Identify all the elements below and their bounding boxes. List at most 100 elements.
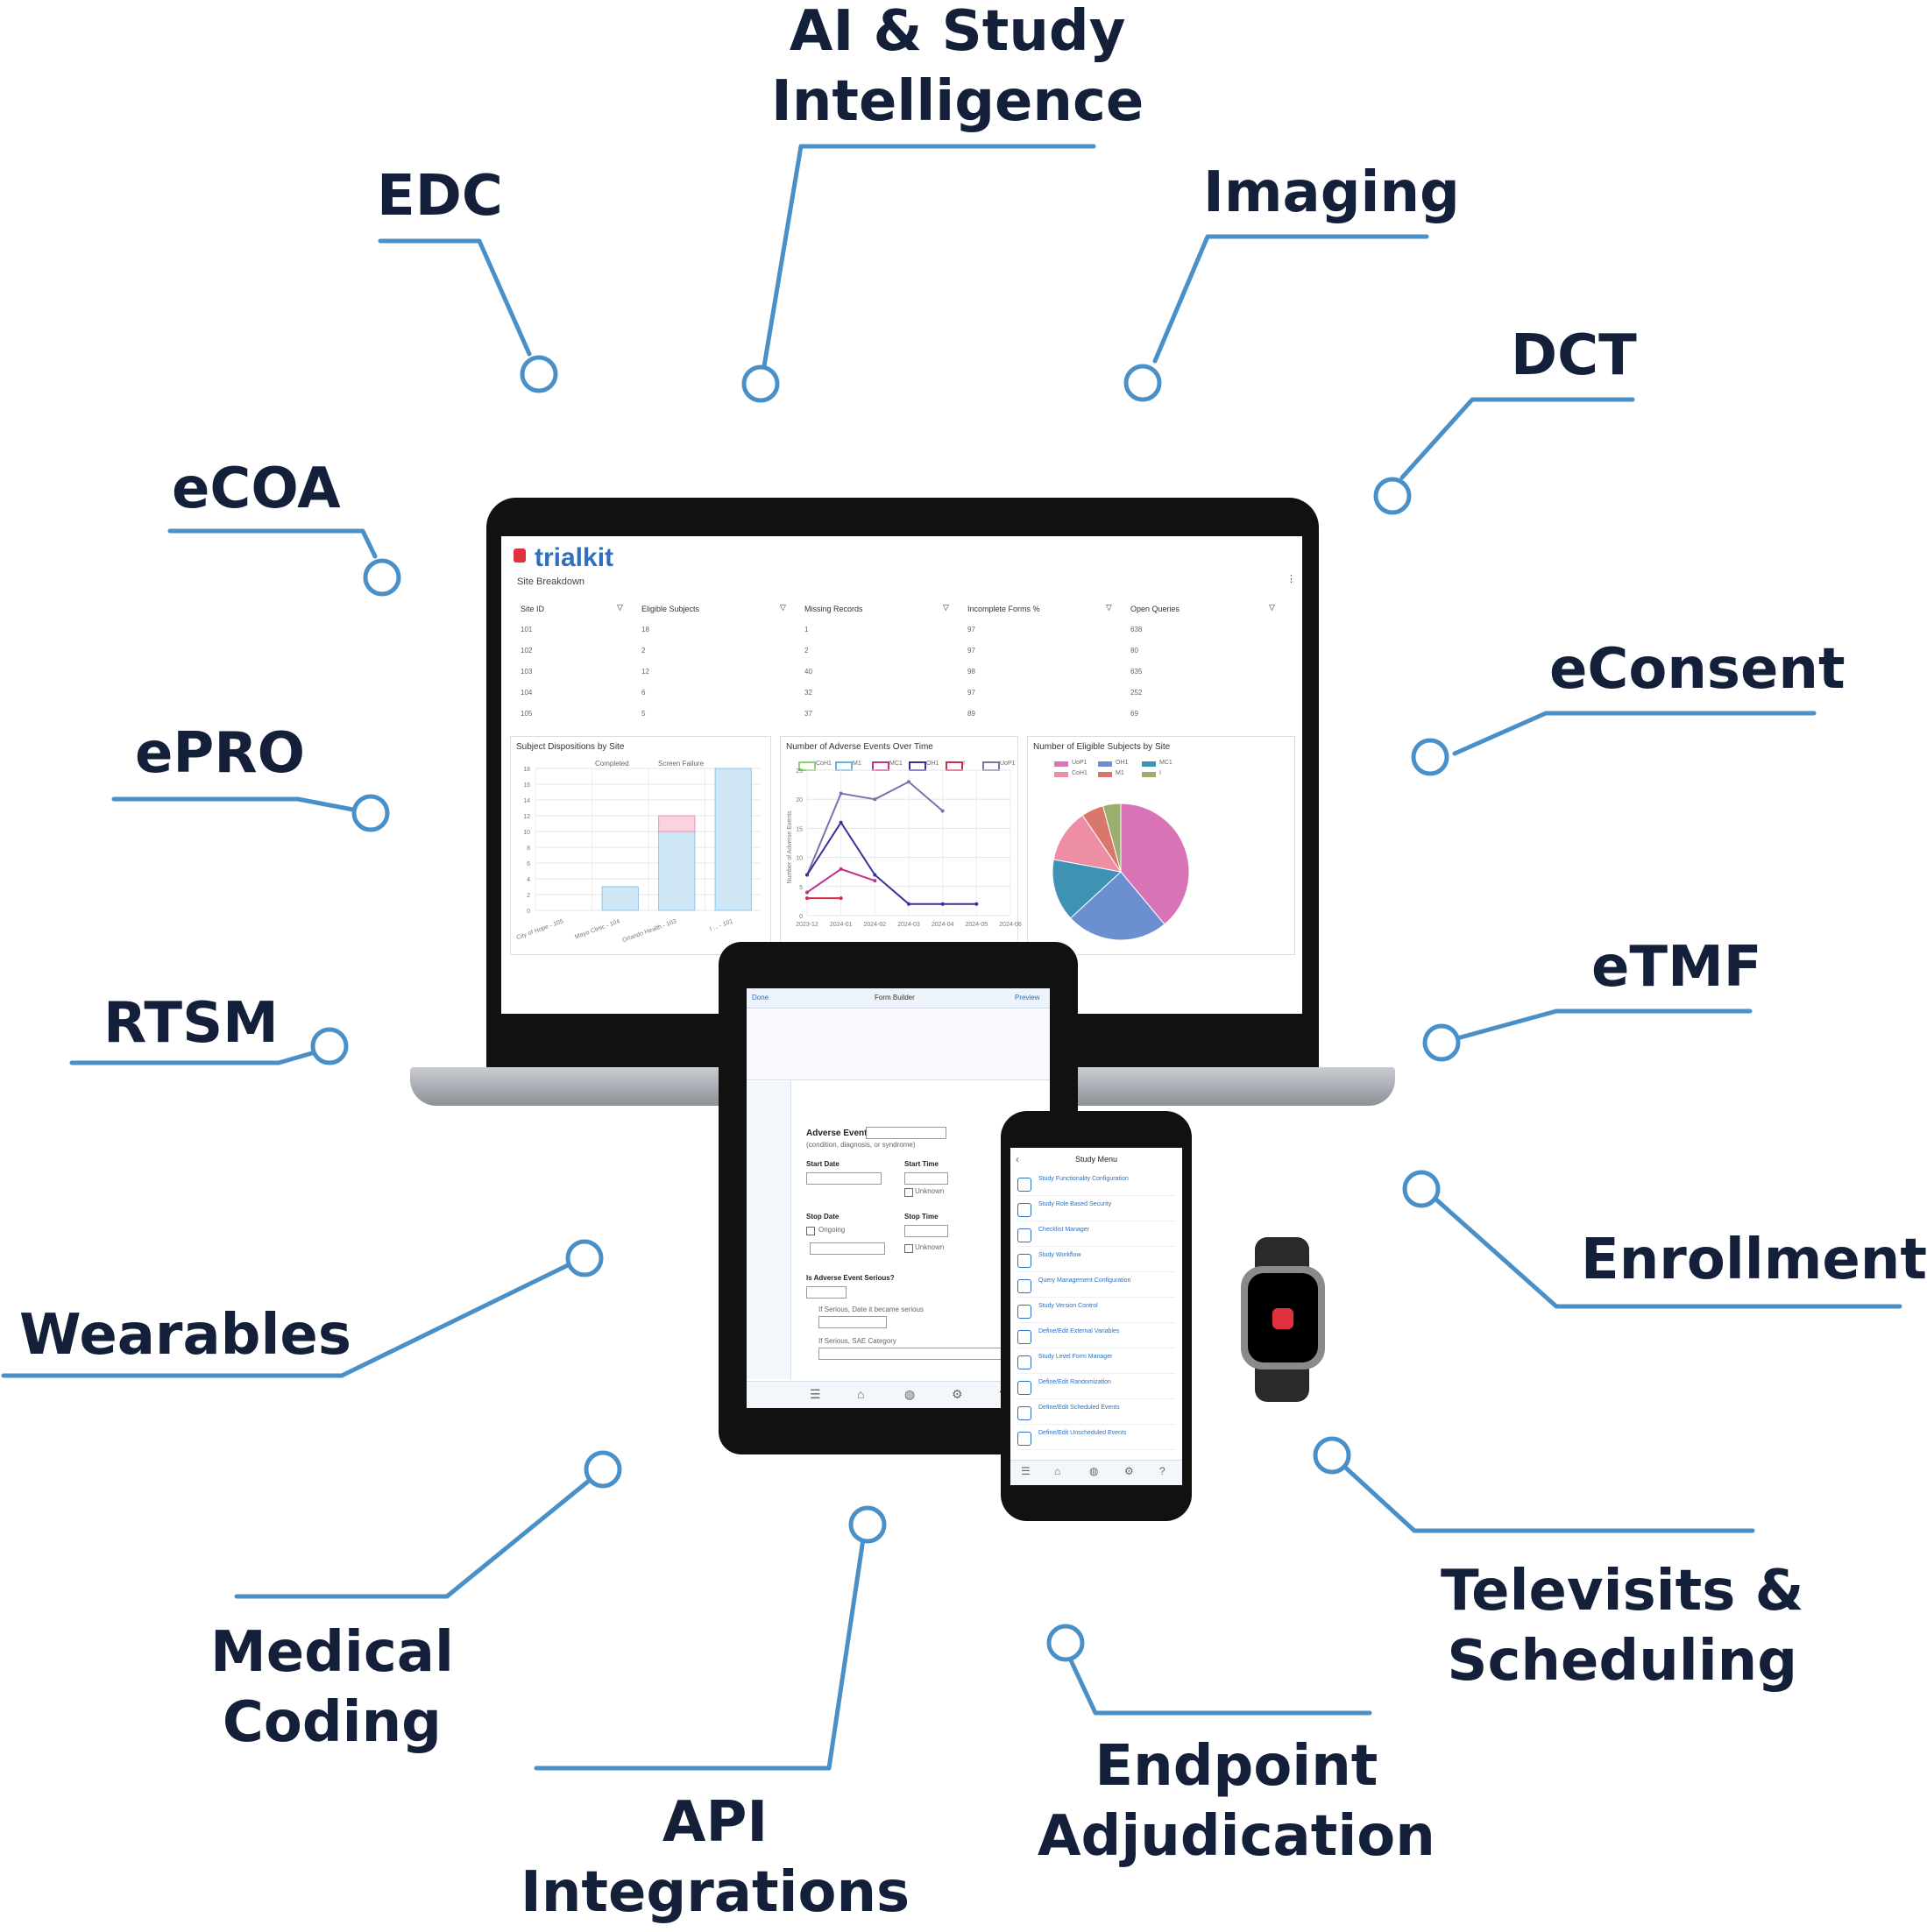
menu-item[interactable]: Checklist Manager — [1017, 1223, 1175, 1247]
tools-icon[interactable]: ⚙ — [952, 1387, 963, 1401]
table-cell: 103 — [521, 668, 533, 676]
stop-date-input[interactable] — [810, 1242, 885, 1255]
start-date-input[interactable] — [806, 1172, 882, 1185]
stop-time-input[interactable] — [904, 1225, 948, 1237]
node-epro — [351, 794, 390, 832]
col-site-id[interactable]: Site ID — [521, 605, 545, 613]
unknown-checkbox[interactable] — [904, 1188, 913, 1197]
node-ai — [741, 364, 780, 403]
panel-title: Subject Dispositions by Site — [516, 742, 625, 752]
node-televisits — [1313, 1436, 1351, 1475]
trialkit-logo-icon — [514, 548, 526, 563]
ongoing-checkbox[interactable] — [806, 1227, 815, 1235]
col-queries[interactable]: Open Queries — [1130, 605, 1180, 613]
filter-icon[interactable]: ▽ — [780, 603, 786, 612]
pie-slice — [1052, 814, 1123, 873]
menu-item-icon — [1017, 1330, 1031, 1344]
more-icon[interactable]: ⋮ — [1286, 574, 1296, 584]
stop-time-label: Stop Time — [904, 1213, 939, 1221]
sae-input[interactable] — [818, 1348, 1013, 1360]
data-point — [805, 890, 809, 895]
menu-icon[interactable]: ☰ — [1021, 1465, 1031, 1477]
tablet-header: Done Form Builder Preview — [747, 988, 1050, 1008]
menu-item-label: Define/Edit External Variables — [1038, 1328, 1120, 1334]
menu-item[interactable]: Define/Edit Unscheduled Events — [1017, 1426, 1175, 1450]
phone-title: Study Menu — [1075, 1155, 1118, 1164]
x-tick-label: 2024-01 — [830, 922, 853, 928]
y-tick-label: 15 — [796, 826, 803, 832]
table-cell: 102 — [521, 647, 533, 655]
help-icon[interactable]: ? — [1159, 1465, 1165, 1477]
legend-label: M1 — [1116, 770, 1124, 776]
start-time-label: Start Time — [904, 1160, 939, 1168]
legend-label: I — [1159, 770, 1161, 776]
serious-select[interactable] — [806, 1286, 847, 1299]
menu-item[interactable]: Study Version Control — [1017, 1299, 1175, 1323]
legend-label: M1 — [853, 761, 861, 767]
menu-item[interactable]: Study Functionality Configuration — [1017, 1172, 1175, 1196]
legend-swatch — [1098, 761, 1112, 767]
data-point — [974, 902, 979, 906]
label-edc: EDC — [377, 164, 503, 229]
tools-icon[interactable]: ⚙ — [1124, 1465, 1134, 1477]
y-tick-label: 10 — [796, 856, 803, 862]
data-point — [839, 791, 843, 796]
back-icon[interactable]: ‹ — [1016, 1153, 1019, 1165]
x-tick-label: 2024-06 — [999, 922, 1022, 928]
legend-swatch — [1142, 772, 1156, 777]
wire-televisits — [1338, 1461, 1755, 1533]
filter-icon[interactable]: ▽ — [617, 603, 623, 612]
form-title-input[interactable] — [866, 1127, 946, 1139]
menu-item[interactable]: Query Management Configuration — [1017, 1274, 1175, 1298]
filter-icon[interactable]: ▽ — [1269, 603, 1275, 612]
menu-item-icon — [1017, 1279, 1031, 1293]
label-endpoint: Endpoint Adjudication — [1038, 1734, 1435, 1869]
menu-item[interactable]: Study Role Based Security — [1017, 1198, 1175, 1221]
node-econsent — [1411, 738, 1449, 776]
unknown-checkbox-2[interactable] — [904, 1244, 913, 1253]
menu-item-icon — [1017, 1254, 1031, 1268]
menu-item-label: Study Version Control — [1038, 1303, 1098, 1309]
table-cell: 638 — [1130, 626, 1143, 633]
preview-button[interactable]: Preview — [1015, 994, 1040, 1001]
chat-icon[interactable]: ◍ — [1089, 1465, 1099, 1477]
pie-slice — [1069, 871, 1165, 941]
start-time-input[interactable] — [904, 1172, 948, 1185]
watch-app-icon[interactable] — [1272, 1308, 1293, 1329]
menu-item[interactable]: Define/Edit Scheduled Events — [1017, 1401, 1175, 1425]
serious-date-input[interactable] — [818, 1316, 887, 1328]
panel-dispositions: Subject Dispositions by Site Completed S… — [510, 736, 771, 955]
done-button[interactable]: Done — [752, 994, 769, 1001]
y-tick-label: 12 — [523, 814, 530, 820]
label-rtsm: RTSM — [103, 991, 279, 1056]
menu-item[interactable]: Define/Edit Randomization — [1017, 1376, 1175, 1399]
panel-title: Number of Eligible Subjects by Site — [1033, 742, 1171, 752]
col-missing[interactable]: Missing Records — [804, 605, 863, 613]
node-api — [848, 1505, 887, 1544]
filter-icon[interactable]: ▽ — [1106, 603, 1112, 612]
dashboard-icon[interactable]: ⌂ — [1054, 1465, 1061, 1477]
y-tick-label: 18 — [523, 767, 530, 773]
menu-item-icon — [1017, 1432, 1031, 1446]
legend-completed: Completed — [595, 760, 629, 768]
wire-wearables — [1, 1263, 570, 1378]
menu-item[interactable]: Study Level Form Manager — [1017, 1350, 1175, 1374]
menu-item-label: Query Management Configuration — [1038, 1277, 1131, 1284]
menu-item[interactable]: Define/Edit External Variables — [1017, 1325, 1175, 1348]
menu-item-icon — [1017, 1228, 1031, 1242]
filter-icon[interactable]: ▽ — [943, 603, 949, 612]
menu-icon[interactable]: ☰ — [810, 1387, 821, 1401]
dashboard-icon[interactable]: ⌂ — [857, 1387, 865, 1401]
col-eligible[interactable]: Eligible Subjects — [641, 605, 700, 613]
table-cell: 98 — [967, 668, 975, 676]
menu-item-label: Study Workflow — [1038, 1252, 1081, 1258]
y-tick-label: 25 — [796, 768, 803, 775]
menu-item[interactable]: Study Workflow — [1017, 1249, 1175, 1272]
laptop-screen: trialkit Site Breakdown ⋮ Site ID ▽ Elig… — [501, 536, 1302, 1014]
col-incomplete[interactable]: Incomplete Forms % — [967, 605, 1040, 613]
chat-icon[interactable]: ◍ — [904, 1387, 916, 1401]
unknown-label: Unknown — [915, 1187, 945, 1195]
legend-label: CoH1 — [816, 761, 832, 767]
legend-label: UoP1 — [1072, 760, 1087, 766]
